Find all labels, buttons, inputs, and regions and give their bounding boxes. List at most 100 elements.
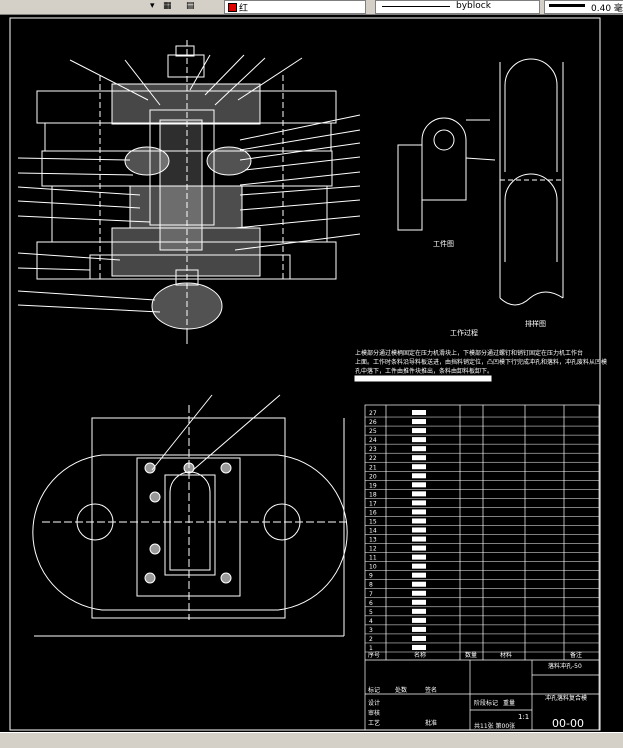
bom-row-name-block: [412, 572, 426, 578]
bom-row-name-block: [412, 518, 426, 524]
bom-row-index: 18: [369, 491, 377, 498]
bom-row-index: 14: [369, 528, 377, 535]
die-assembly-section: [17, 40, 361, 345]
bom-row-index: 8: [369, 582, 373, 589]
bom-row-index: 16: [369, 509, 377, 516]
title-stage-mark: 阶段标记: [474, 699, 498, 707]
title-drawing-name: 冲孔落料复合模: [545, 694, 587, 702]
bom-header-name: 名称: [414, 651, 426, 659]
bom-row-index: 25: [369, 428, 377, 435]
plan-view: [32, 394, 348, 637]
bom-row-index: 20: [369, 473, 377, 480]
bom-row-index: 6: [369, 600, 373, 607]
linetype-label: byblock: [456, 1, 491, 11]
bom-row-name-block: [412, 500, 426, 506]
title-sheet-info: 共11张 第00张: [474, 722, 515, 730]
bom-row-index: 23: [369, 446, 377, 453]
workpiece-label: 工件图: [433, 239, 454, 248]
linetype-dropdown[interactable]: byblock: [375, 0, 540, 14]
bom-row-index: 12: [369, 546, 377, 553]
bom-header-note: 备注: [570, 651, 582, 659]
bom-row-name-block: [412, 563, 426, 569]
bom-row-index: 10: [369, 564, 377, 571]
bom-header-material: 材料: [500, 651, 512, 659]
bom-header-index: 序号: [368, 651, 380, 659]
title-weight: 重量: [503, 699, 515, 707]
bom-row-name-block: [412, 599, 426, 605]
lineweight-dropdown[interactable]: 0.40 毫: [544, 0, 623, 14]
title-designer: 设计: [368, 699, 380, 707]
bom-row-name-block: [412, 455, 426, 461]
bom-row-index: 7: [369, 591, 373, 598]
bom-row-name-block: [412, 635, 426, 641]
bom-row-name-block: [412, 464, 426, 470]
color-label: 红: [239, 4, 249, 14]
bom-row-index: 13: [369, 537, 377, 544]
title-scale: 1:1: [518, 713, 529, 721]
layer-stack-icon[interactable]: ▤: [186, 1, 195, 11]
bom-row-name-block: [412, 491, 426, 497]
bom-row-index: 22: [369, 455, 377, 462]
bom-row-index: 1: [369, 645, 373, 652]
bom-row-index: 5: [369, 609, 373, 616]
bom-row-name-block: [412, 590, 426, 596]
bom-row-name-block: [412, 482, 426, 488]
bom-row-name-block: [412, 545, 426, 551]
cad-toolbar: ▾ ▦ ▤ 红 byblock 0.40 毫: [0, 0, 623, 15]
bom-row-name-block: [412, 581, 426, 587]
bom-row-name-block: [412, 428, 426, 434]
bom-row-index: 15: [369, 518, 377, 525]
bom-row-name-block: [412, 527, 426, 533]
bom-row-name-block: [412, 608, 426, 614]
bom-row-name-block: [412, 509, 426, 515]
color-dropdown[interactable]: 红: [224, 0, 366, 14]
title-approve: 批准: [425, 719, 437, 727]
bom-row-index: 4: [369, 618, 373, 625]
bom-row-index: 2: [369, 636, 373, 643]
bom-header-qty: 数量: [465, 651, 477, 659]
bom-row-index: 27: [369, 410, 377, 417]
cad-drawing: 2726252423222120191817161514131211109876…: [9, 17, 607, 731]
bom-row-name-block: [412, 644, 426, 650]
layout-label: 排样图: [525, 319, 546, 328]
layer-icon[interactable]: ▦: [163, 1, 172, 11]
bom-row-name-block: [412, 554, 426, 560]
strip-layout-drawing: [499, 58, 564, 306]
bom-row-name-block: [412, 410, 426, 416]
lineweight-preview: [549, 4, 585, 7]
title-mark: 标记: [368, 686, 380, 694]
bom-row-name-block: [412, 473, 426, 479]
workpiece-drawing: [397, 117, 496, 231]
bom-row-name-block: [412, 617, 426, 623]
linetype-preview: [382, 6, 450, 7]
bom-table: [364, 404, 600, 731]
process-label: 工作过程: [450, 328, 478, 337]
bom-row-index: 11: [369, 555, 377, 562]
drawing-frame: [9, 17, 601, 731]
color-swatch-icon: [228, 3, 237, 12]
process-text-line2: 上面。工作时条料沿导料板送进，由挡料销定位，凸凹模下行完成冲孔和落料，冲孔废料从…: [355, 358, 607, 366]
bom-row-index: 26: [369, 419, 377, 426]
title-sign: 签名: [425, 686, 437, 694]
process-text-line3: 孔中落下，工件由推件块推出，条料由卸料板卸下。: [355, 367, 493, 375]
status-bar: [0, 732, 623, 748]
bom-row-index: 17: [369, 500, 377, 507]
title-drawing-no: 00-00: [552, 717, 584, 730]
bom-row-name-block: [412, 446, 426, 452]
chevron-down-icon[interactable]: ▾: [150, 1, 155, 11]
title-craft: 工艺: [368, 719, 380, 727]
bom-row-index: 9: [369, 573, 373, 580]
title-qty: 处数: [395, 686, 407, 694]
bom-row-index: 19: [369, 482, 377, 489]
bom-row-name-block: [412, 437, 426, 443]
bom-row-index: 24: [369, 437, 377, 444]
title-checker: 审核: [368, 709, 380, 717]
lineweight-label: 0.40 毫: [591, 4, 623, 14]
bom-row-index: 3: [369, 627, 373, 634]
title-drawing-no-top: 落料冲孔-50: [548, 662, 582, 670]
bom-row-name-block: [412, 419, 426, 425]
bom-row-name-block: [412, 626, 426, 632]
bom-row-name-block: [412, 536, 426, 542]
bom-row-index: 21: [369, 464, 377, 471]
